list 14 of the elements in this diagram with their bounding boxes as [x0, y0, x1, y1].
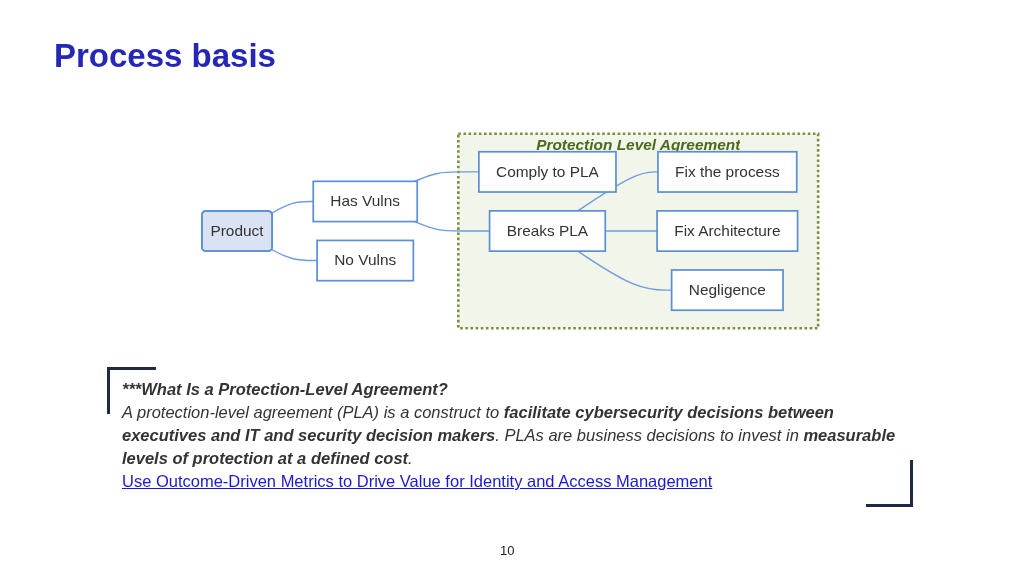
connector	[271, 249, 318, 262]
page-number: 10	[500, 543, 515, 558]
node-box: Fix Architecture	[656, 210, 799, 252]
node-box: No Vulns	[316, 239, 415, 282]
source-link: Use Outcome-Driven Metrics to Drive Value for Identity and Access Management	[122, 472, 713, 490]
node-box: Comply to PLA	[478, 150, 617, 193]
slide-title: Process basis	[54, 38, 276, 75]
connector	[271, 200, 314, 214]
node-box: Negligence	[670, 269, 784, 312]
node-box: Has Vulns	[312, 180, 419, 223]
node-box: Breaks PLA	[488, 210, 607, 252]
node-box: Fix the process	[657, 150, 798, 193]
note-heading: ***What Is a Protection-Level Agreement?	[122, 379, 449, 400]
note-paragraph: A protection-level agreement (PLA) is a construct to facilitate cybersecurity decisions between executives and IT and security decision makers. PLAs are business decisions to invest in measurable levels of protection at a defined cost.	[122, 402, 897, 469]
